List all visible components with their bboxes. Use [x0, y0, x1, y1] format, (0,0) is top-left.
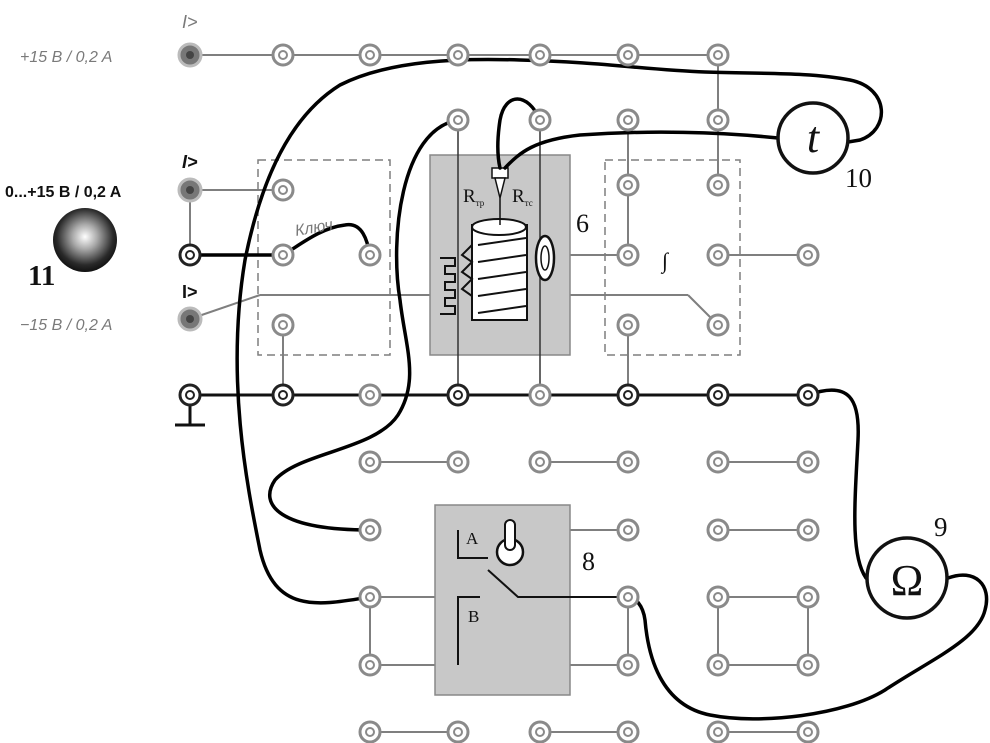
terminal-socket[interactable] — [796, 653, 820, 677]
terminal-socket[interactable] — [358, 518, 382, 542]
terminal-socket[interactable] — [616, 518, 640, 542]
terminal-socket[interactable] — [616, 585, 640, 609]
terminal-socket[interactable] — [178, 383, 202, 407]
thermometer-symbol: t — [807, 113, 821, 162]
terminal-socket[interactable] — [616, 108, 640, 132]
supply-mid-label: 0...+15 B / 0,2 A — [5, 184, 122, 201]
terminal-socket[interactable] — [178, 243, 202, 267]
integrator-icon: ∫ — [660, 248, 670, 274]
overcurrent-top-label: I> — [182, 12, 198, 32]
terminal-socket[interactable] — [358, 720, 382, 743]
terminal-socket[interactable] — [271, 178, 295, 202]
heater-module[interactable]: Rтр Rтс 6 — [429, 120, 589, 395]
switch-pos-a: A — [466, 529, 479, 548]
thermistor-coil — [460, 218, 528, 321]
voltage-knob[interactable] — [53, 208, 117, 272]
overcurrent-bottom-label: I> — [182, 282, 198, 302]
switch-pos-b: B — [468, 607, 479, 626]
overcurrent-mid-label: I> — [182, 152, 198, 172]
terminal-socket[interactable] — [177, 42, 203, 68]
terminal-socket[interactable] — [706, 720, 730, 743]
terminal-socket[interactable] — [446, 720, 470, 743]
terminal-socket[interactable] — [706, 108, 730, 132]
ohmmeter-instrument[interactable]: Ω 9 — [865, 512, 949, 620]
knob-number: 11 — [28, 260, 55, 292]
terminal-socket[interactable] — [271, 43, 295, 67]
terminal-socket[interactable] — [358, 383, 382, 407]
terminal-socket[interactable] — [271, 313, 295, 337]
terminals — [177, 42, 820, 743]
terminal-socket[interactable] — [446, 383, 470, 407]
key-label: Ключ — [294, 217, 334, 240]
terminal-socket[interactable] — [446, 450, 470, 474]
coil-ring — [534, 234, 556, 282]
key-block-outline — [257, 159, 391, 356]
terminal-socket[interactable] — [706, 653, 730, 677]
terminal-socket[interactable] — [616, 313, 640, 337]
terminal-socket[interactable] — [706, 243, 730, 267]
terminal-socket[interactable] — [616, 243, 640, 267]
terminal-socket[interactable] — [706, 585, 730, 609]
terminal-socket[interactable] — [706, 518, 730, 542]
supply-top-label: +15 B / 0,2 A — [20, 49, 112, 66]
terminal-socket[interactable] — [358, 653, 382, 677]
switch-module[interactable]: A B 8 — [434, 504, 628, 696]
terminal-socket[interactable] — [271, 383, 295, 407]
terminal-socket[interactable] — [177, 306, 203, 332]
terminal-socket[interactable] — [616, 43, 640, 67]
terminal-socket[interactable] — [796, 383, 820, 407]
probe-head — [491, 167, 509, 179]
terminal-socket[interactable] — [796, 720, 820, 743]
terminal-socket[interactable] — [528, 720, 552, 743]
terminal-socket[interactable] — [706, 313, 730, 337]
terminal-socket[interactable] — [796, 585, 820, 609]
terminal-socket[interactable] — [706, 383, 730, 407]
terminal-socket[interactable] — [616, 173, 640, 197]
integrator-block-outline — [604, 159, 741, 356]
terminal-socket[interactable] — [706, 450, 730, 474]
toggle-icon[interactable] — [495, 519, 525, 567]
terminal-socket[interactable] — [616, 450, 640, 474]
terminal-socket[interactable] — [271, 243, 295, 267]
module-6-number: 6 — [576, 209, 589, 238]
terminal-socket[interactable] — [616, 720, 640, 743]
module-8-number: 8 — [582, 547, 595, 576]
thermometer-instrument[interactable]: t 10 — [776, 101, 872, 193]
thermometer-number: 10 — [845, 163, 872, 193]
terminal-socket[interactable] — [446, 43, 470, 67]
terminal-socket[interactable] — [528, 43, 552, 67]
terminal-socket[interactable] — [706, 43, 730, 67]
terminal-socket[interactable] — [528, 450, 552, 474]
terminal-socket[interactable] — [706, 173, 730, 197]
terminal-socket[interactable] — [796, 450, 820, 474]
terminal-socket[interactable] — [796, 243, 820, 267]
terminal-socket[interactable] — [528, 383, 552, 407]
terminal-socket[interactable] — [616, 653, 640, 677]
r-left-label: Rтр — [463, 186, 485, 208]
terminal-socket[interactable] — [616, 383, 640, 407]
r-right-label: Rтс — [512, 186, 533, 208]
terminal-socket[interactable] — [796, 518, 820, 542]
terminal-socket[interactable] — [358, 450, 382, 474]
terminal-socket[interactable] — [358, 243, 382, 267]
terminal-socket[interactable] — [177, 177, 203, 203]
ohmmeter-number: 9 — [934, 512, 948, 542]
supply-bottom-label: −15 B / 0,2 A — [20, 317, 112, 334]
terminal-socket[interactable] — [358, 585, 382, 609]
terminal-socket[interactable] — [358, 43, 382, 67]
terminal-socket[interactable] — [446, 108, 470, 132]
terminal-socket[interactable] — [528, 108, 552, 132]
heater-element — [440, 257, 456, 315]
patch-wires — [188, 57, 989, 721]
ohm-icon: Ω — [891, 556, 924, 605]
